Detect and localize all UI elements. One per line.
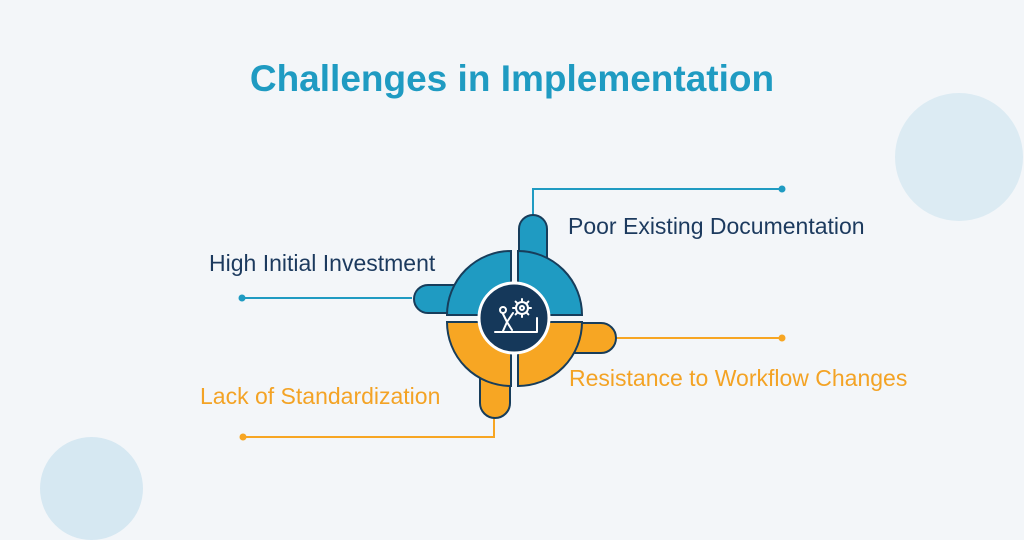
- background-circle-bottom-left: [40, 437, 143, 540]
- label-poor-existing-documentation: Poor Existing Documentation: [568, 213, 865, 239]
- connector-lack-standardization: [243, 418, 495, 438]
- page-title: Challenges in Implementation: [249, 58, 775, 99]
- connector-dot-poor-documentation: [778, 185, 786, 193]
- connector-lines: [238, 185, 786, 441]
- label-high-initial-investment: High Initial Investment: [209, 250, 436, 276]
- label-lack-of-standardization: Lack of Standardization: [200, 383, 441, 409]
- connector-dot-high-investment: [238, 294, 246, 302]
- connector-dot-lack-standardization: [239, 433, 247, 441]
- connector-dot-resistance-workflow: [778, 334, 786, 342]
- connector-poor-documentation: [532, 188, 782, 216]
- person-gear-icon: [494, 298, 538, 333]
- background-circle-top-right: [895, 93, 1023, 221]
- label-resistance-to-workflow-changes: Resistance to Workflow Changes: [569, 365, 908, 391]
- center-hub: [477, 281, 551, 355]
